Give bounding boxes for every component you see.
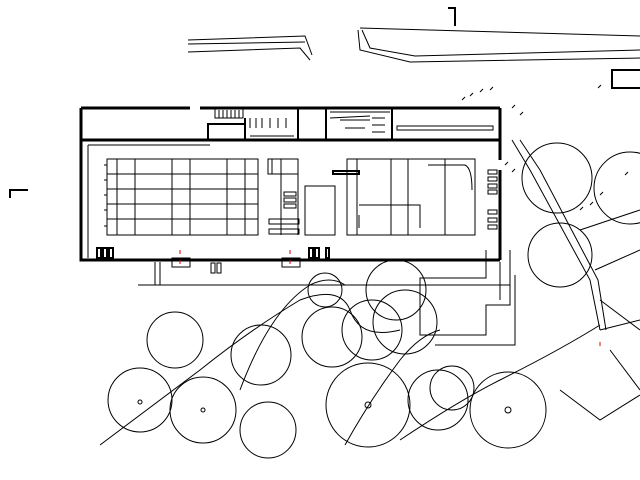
tree: [521, 142, 593, 214]
trees: [107, 142, 640, 459]
tree: [325, 362, 411, 448]
tree: [407, 369, 469, 431]
building-outline: [79, 106, 502, 262]
tree: [341, 299, 403, 361]
tree: [429, 365, 475, 411]
tree: [146, 311, 204, 369]
tree: [527, 222, 593, 288]
tree: [469, 371, 547, 449]
tree: [239, 401, 297, 459]
shrub-marks: [461, 84, 629, 211]
tree: [107, 367, 173, 433]
tree: [365, 259, 427, 321]
tree: [307, 272, 343, 308]
tree: [593, 151, 640, 225]
tree: [230, 324, 292, 386]
middle-rooms: [267, 158, 498, 236]
tree: [301, 306, 363, 368]
south-entrances: [96, 247, 601, 346]
paths: [99, 139, 640, 446]
tree: [372, 289, 438, 355]
top-road-segments: [9, 7, 640, 198]
grid-hall: [104, 158, 259, 236]
tree: [169, 376, 237, 444]
